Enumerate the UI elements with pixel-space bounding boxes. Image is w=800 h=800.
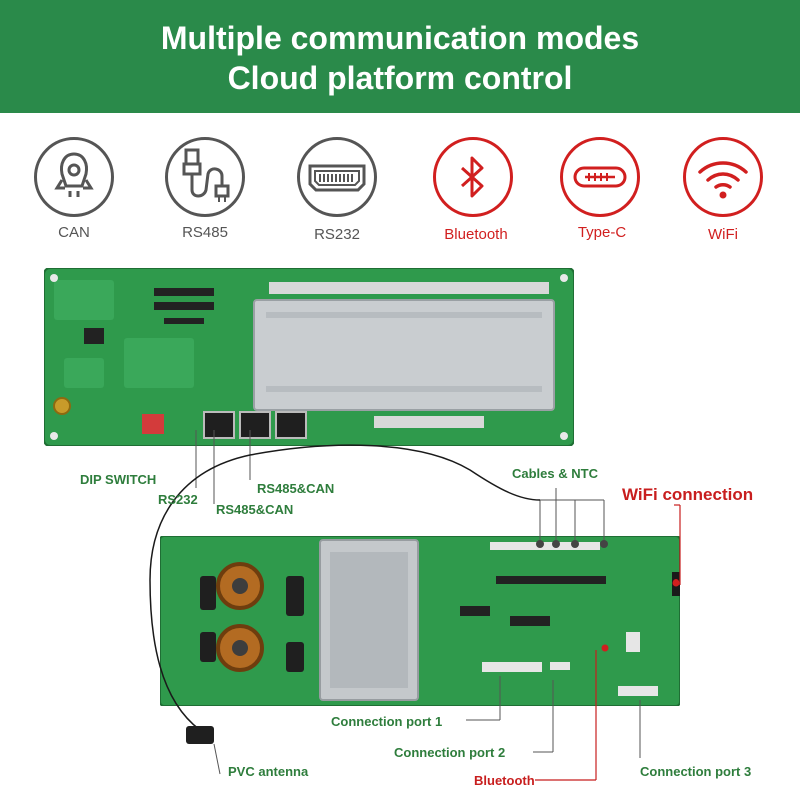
mode-label-bluetooth: Bluetooth	[444, 226, 508, 243]
callout-pvc-antenna: PVC antenna	[228, 764, 309, 779]
callout-rs485-can-1: RS485&CAN	[257, 481, 335, 496]
wifi-icon	[683, 137, 763, 217]
callout-connection-port-2: Connection port 2	[394, 745, 506, 760]
usb-cable-icon	[165, 137, 245, 217]
callout-dip-switch: DIP SWITCH	[80, 472, 157, 487]
type-c-icon	[560, 137, 640, 217]
lower-pcb-board	[160, 536, 680, 706]
mode-label-wifi: WiFi	[708, 226, 738, 243]
can-icon	[34, 137, 114, 217]
upper-pcb-board	[44, 268, 574, 446]
callout-connection-port-1: Connection port 1	[331, 714, 443, 729]
mode-label-can: CAN	[58, 224, 90, 241]
mode-label-type-c: Type-C	[577, 224, 627, 241]
callout-cables-ntc: Cables & NTC	[512, 466, 598, 481]
header-subtitle: Cloud platform control	[227, 60, 573, 96]
header-banner: Multiple communication modes Cloud platf…	[0, 0, 800, 113]
serial-port-icon	[297, 137, 377, 217]
callout-bluetooth: Bluetooth	[474, 773, 535, 788]
mode-label-rs485: RS485	[182, 224, 228, 241]
callout-rs485-can-2: RS485&CAN	[216, 502, 294, 517]
callout-connection-port-3: Connection port 3	[640, 764, 752, 779]
header-title: Multiple communication modes	[160, 20, 640, 56]
mode-label-rs232: RS232	[314, 226, 360, 243]
callout-wifi-connection: WiFi connection	[622, 485, 754, 504]
bluetooth-icon	[433, 137, 513, 217]
callout-rs232: RS232	[158, 492, 198, 507]
